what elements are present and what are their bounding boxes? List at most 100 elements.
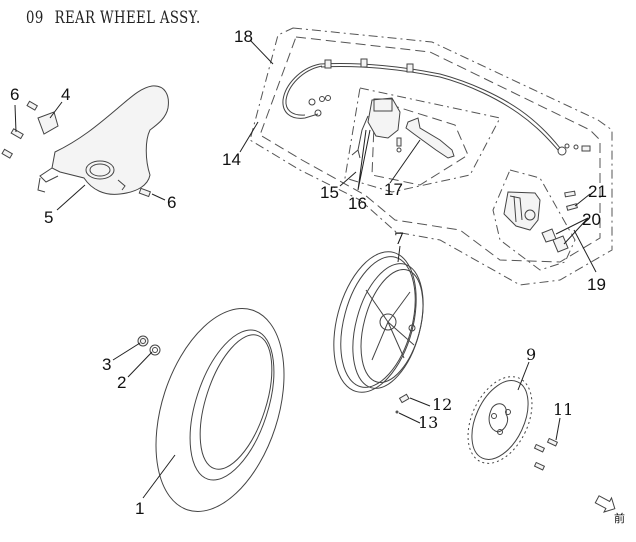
callout-17: 17 (384, 180, 403, 199)
callout-12: 12 (432, 395, 452, 414)
valve-core[interactable] (395, 410, 399, 414)
rim-lip (340, 256, 416, 388)
hose-clamp (360, 58, 368, 68)
fender-opening (85, 160, 115, 180)
disc-bolt[interactable] (546, 437, 559, 447)
leader-19 (573, 229, 597, 273)
bolt-upper[interactable] (26, 100, 39, 111)
bolt-lower[interactable] (1, 148, 14, 159)
leader-11 (555, 417, 561, 441)
callout-6b: 6 (167, 193, 176, 212)
direction-label: 前 (614, 511, 625, 525)
brake-lever[interactable] (405, 117, 455, 159)
disc-bolt-hole (505, 409, 511, 415)
rear-fender-assembly (1, 85, 169, 198)
hose-clamp (324, 59, 332, 69)
diagram-title: 09 REAR WHEEL ASSY. (26, 8, 201, 28)
callout-19: 19 (587, 275, 606, 294)
axle-nut[interactable] (137, 335, 149, 347)
tire-bead (189, 329, 275, 481)
leader-14 (239, 121, 259, 153)
callout-13: 13 (418, 413, 438, 432)
callout-11: 11 (553, 400, 573, 419)
outline-brake-line-inner (259, 36, 601, 263)
leader-5 (56, 184, 86, 211)
leader-12 (409, 397, 431, 407)
callout-16: 16 (348, 194, 367, 213)
banjo-fitting (557, 146, 567, 156)
hose-clamp (406, 63, 414, 73)
direction-indicator: 前 (594, 495, 625, 525)
bolt-right[interactable] (138, 187, 152, 198)
leader-6a (14, 104, 17, 133)
brake-disc[interactable] (455, 366, 545, 473)
fender-opening-inner (89, 163, 111, 177)
leader-6b (151, 193, 166, 201)
wheel-spokes (365, 289, 415, 361)
callout-20: 20 (582, 210, 601, 229)
banjo-bolt (308, 98, 316, 106)
rim-inner-lip (360, 269, 424, 383)
caliper-bolt[interactable] (566, 203, 578, 211)
banjo-fitting (314, 109, 322, 117)
wheel-assembly (320, 243, 431, 414)
leader-9 (517, 361, 530, 391)
caliper-piston (524, 209, 536, 221)
leader-3 (112, 342, 141, 361)
tire-inner (199, 334, 273, 470)
leader-4 (49, 101, 63, 119)
crush-washer (325, 95, 331, 101)
brake-hose[interactable] (282, 63, 321, 119)
callout-labels: 1 2 3 4 5 6 6 7 9 11 12 13 14 15 16 17 1… (10, 27, 607, 518)
brake-line-assembly (282, 58, 591, 156)
leader-20 (555, 217, 589, 245)
leader-2 (127, 351, 153, 378)
callout-15: 15 (320, 183, 339, 202)
lever-nut (396, 147, 402, 153)
callout-3: 3 (102, 355, 111, 374)
callout-1: 1 (135, 499, 144, 518)
crush-washer (319, 96, 325, 102)
valve-stem[interactable] (398, 393, 410, 404)
disc-bolt[interactable] (533, 443, 546, 453)
bracket-part[interactable] (37, 111, 59, 135)
axle-nut-hole (140, 338, 146, 344)
leader-13 (398, 412, 421, 424)
callout-2: 2 (117, 373, 126, 392)
rear-fender[interactable] (51, 85, 169, 195)
switch-wire[interactable] (351, 115, 369, 159)
caliper-fins (509, 195, 523, 223)
disc-bolt[interactable] (533, 461, 546, 471)
brake-disc-assembly (455, 366, 559, 473)
wheel-rim[interactable] (320, 243, 431, 402)
outline-brake-line-outer (249, 27, 613, 286)
axle-washer-hole (152, 347, 158, 353)
brake-disc-outer (471, 380, 529, 460)
tire-assembly (132, 292, 307, 528)
brake-pad[interactable] (552, 235, 569, 253)
leader-1 (142, 454, 176, 499)
crush-washer (573, 144, 579, 150)
tire[interactable] (132, 292, 307, 528)
callout-21: 21 (588, 182, 607, 201)
leader-7 (397, 245, 401, 263)
rim-bolt (408, 324, 416, 332)
leader-21 (574, 193, 591, 207)
arrow-right-outline-icon (594, 495, 616, 513)
wheel-hub (379, 313, 397, 331)
lever-pivot-bolt (396, 137, 402, 147)
master-cylinder[interactable] (367, 97, 401, 139)
caliper-bolt[interactable] (564, 190, 576, 198)
callout-5: 5 (44, 208, 53, 227)
disc-bolt-hole (497, 429, 503, 435)
section-name: REAR WHEEL ASSY. (54, 8, 201, 28)
outline-lever (371, 99, 469, 186)
bolt-middle[interactable] (10, 128, 24, 140)
brake-caliper[interactable] (503, 191, 541, 231)
callout-7: 7 (394, 229, 404, 248)
callout-9: 9 (526, 345, 536, 364)
section-number: 09 (26, 8, 44, 28)
caliper-assembly (503, 190, 578, 253)
axle-washer[interactable] (149, 344, 161, 356)
banjo-bolt (581, 145, 591, 152)
